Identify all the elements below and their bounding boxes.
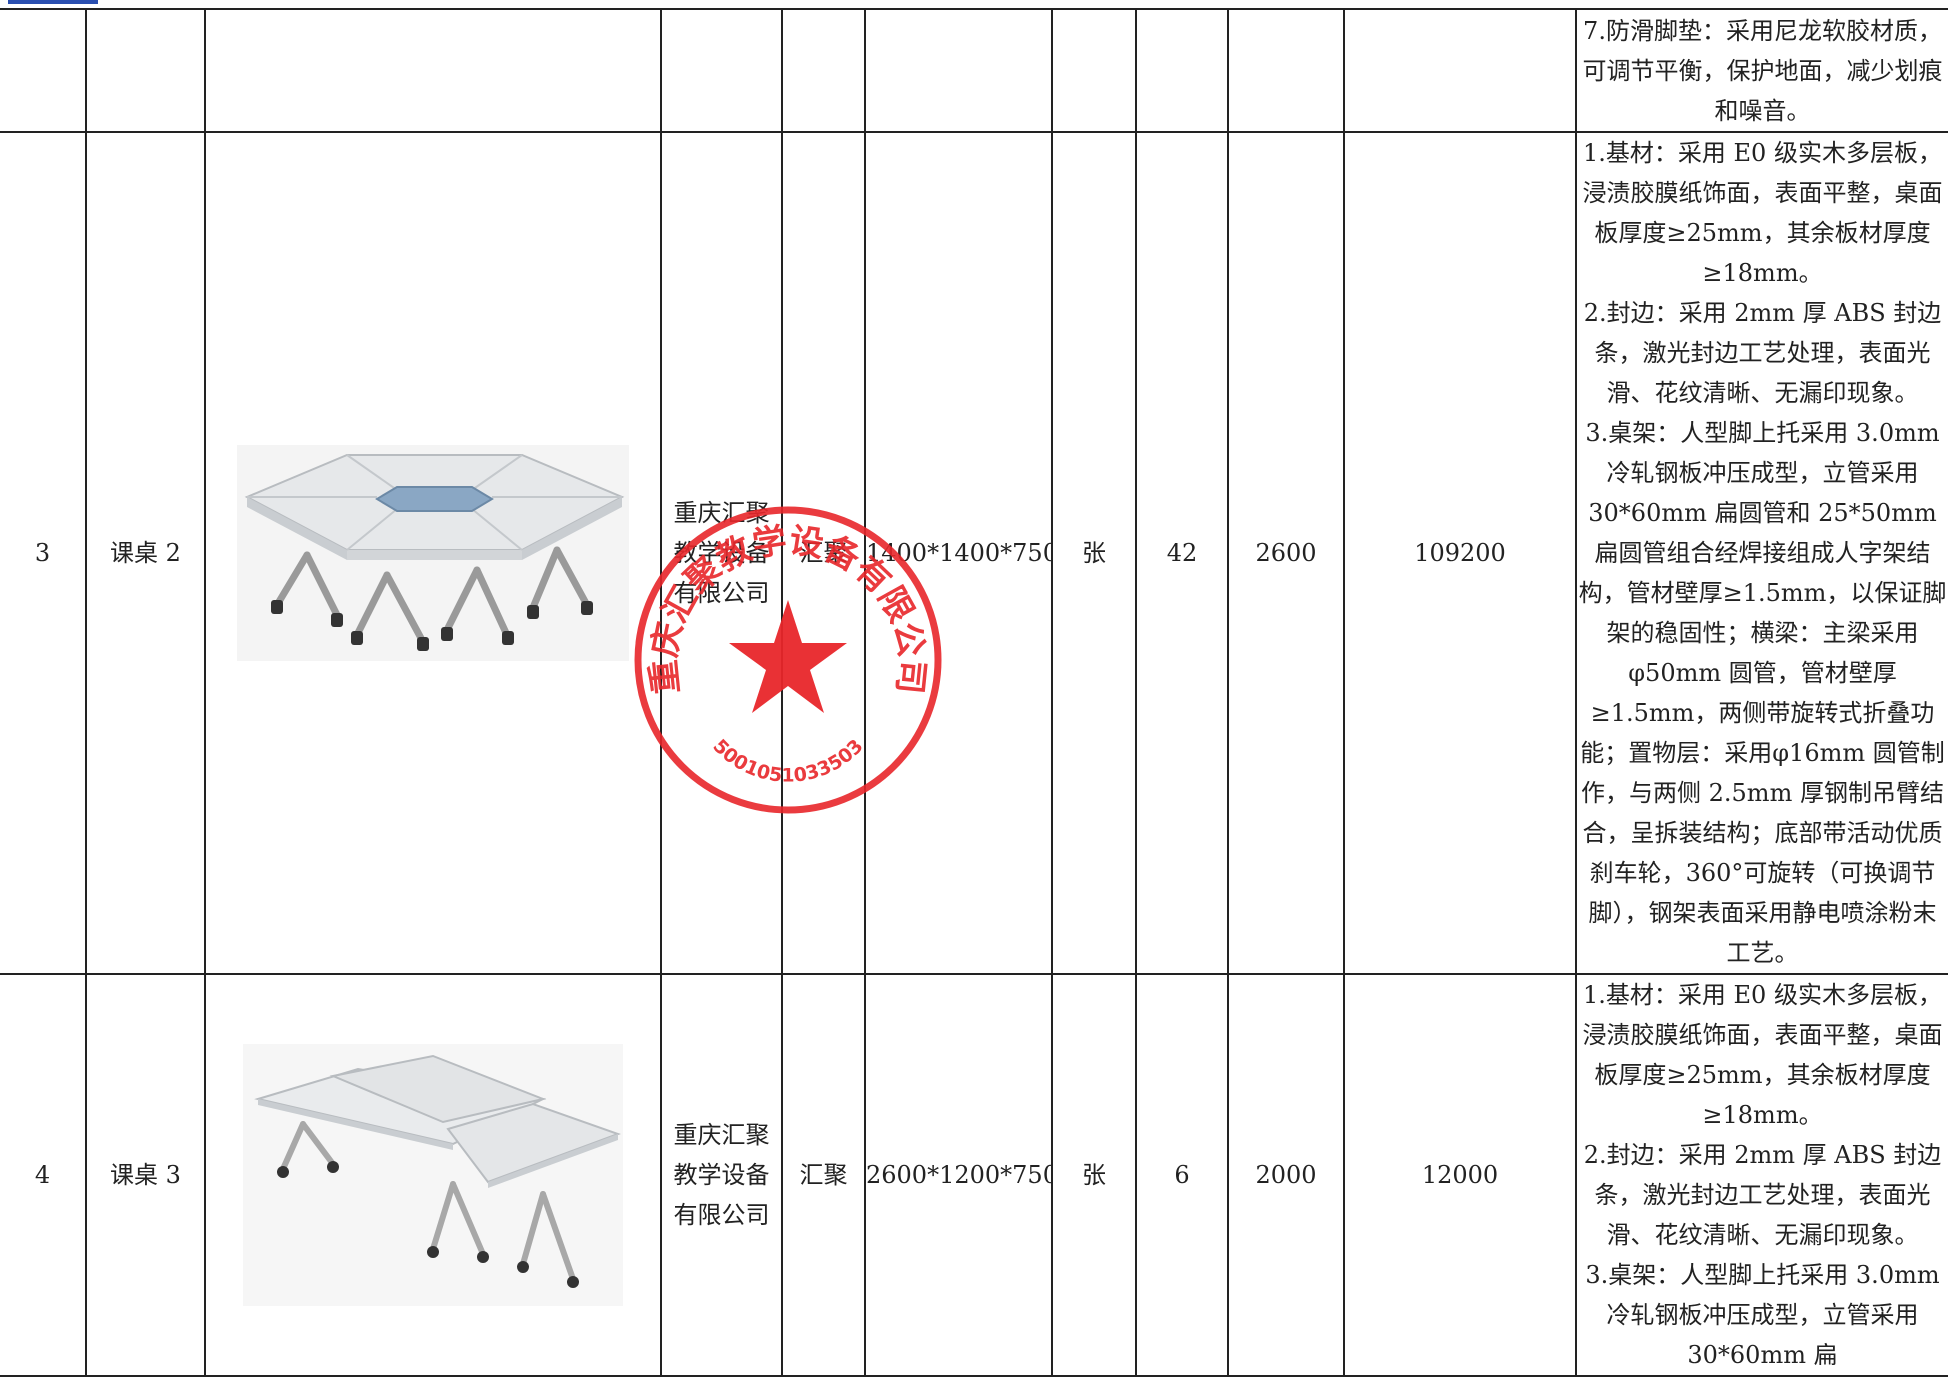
cell-total: [1343, 8, 1577, 133]
rect-table-image: [243, 1044, 623, 1306]
cell-qty: 6: [1135, 973, 1229, 1377]
cell-spec: [864, 8, 1053, 133]
cell-vendor: 重庆汇聚教学设备有限公司: [660, 973, 783, 1377]
description-paragraph: 3.桌架：人型脚上托采用 3.0mm 冷轧钢板冲压成型，立管采用 30*60mm…: [1585, 1261, 1940, 1369]
cell-description: 1.基材：采用 E0 级实木多层板，浸渍胶膜纸饰面，表面平整，桌面板厚度≥25m…: [1575, 131, 1948, 975]
cell-spec: 2600*1200*750: [864, 973, 1053, 1377]
cell-qty: [1135, 8, 1229, 133]
cell-brand: 汇聚: [781, 973, 866, 1377]
description-paragraph: 1.基材：采用 E0 级实木多层板，浸渍胶膜纸饰面，表面平整，桌面板厚度≥25m…: [1582, 981, 1943, 1129]
page-top-strip: [0, 0, 1948, 8]
cell-description: 1.基材：采用 E0 级实木多层板，浸渍胶膜纸饰面，表面平整，桌面板厚度≥25m…: [1575, 973, 1948, 1377]
cell-name: 课桌 2: [85, 131, 206, 975]
cell-unit: [1051, 8, 1137, 133]
description-paragraph: 2.封边：采用 2mm 厚 ABS 封边条，激光封边工艺处理，表面光滑、花纹清晰…: [1583, 299, 1942, 407]
cell-total: 109200: [1343, 131, 1577, 975]
cell-total: 12000: [1343, 973, 1577, 1377]
cell-index: [0, 8, 87, 133]
cell-image: [204, 973, 662, 1377]
page-header-accent: [8, 0, 98, 4]
description-paragraph: 2.封边：采用 2mm 厚 ABS 封边条，激光封边工艺处理，表面光滑、花纹清晰…: [1583, 1141, 1942, 1249]
cell-vendor: 重庆汇聚教学设备有限公司: [660, 131, 783, 975]
cell-unit: 张: [1051, 131, 1137, 975]
cell-brand: [781, 8, 866, 133]
cell-price: [1227, 8, 1345, 133]
table-row: 4 课桌 3 重庆汇聚教: [0, 973, 1948, 1377]
cell-index: 3: [0, 131, 87, 975]
description-paragraph: 3.桌架：人型脚上托采用 3.0mm 冷轧钢板冲压成型，立管采用 30*60mm…: [1578, 419, 1947, 967]
cell-image: [204, 131, 662, 975]
cell-image: [204, 8, 662, 133]
cell-qty: 42: [1135, 131, 1229, 975]
cell-spec: 1400*1400*750: [864, 131, 1053, 975]
cell-price: 2000: [1227, 973, 1345, 1377]
cell-index: 4: [0, 973, 87, 1377]
cell-name: [85, 8, 206, 133]
product-spec-table: 7.防滑脚垫：采用尼龙软胶材质，可调节平衡，保护地面，减少划痕和噪音。 3 课桌…: [0, 8, 1948, 1377]
table-row: 7.防滑脚垫：采用尼龙软胶材质，可调节平衡，保护地面，减少划痕和噪音。: [0, 8, 1948, 133]
hex-table-image: [237, 445, 629, 661]
cell-unit: 张: [1051, 973, 1137, 1377]
description-paragraph: 7.防滑脚垫：采用尼龙软胶材质，可调节平衡，保护地面，减少划痕和噪音。: [1582, 16, 1943, 125]
cell-description: 7.防滑脚垫：采用尼龙软胶材质，可调节平衡，保护地面，减少划痕和噪音。: [1575, 8, 1948, 133]
cell-brand: 汇聚: [781, 131, 866, 975]
cell-name: 课桌 3: [85, 973, 206, 1377]
cell-price: 2600: [1227, 131, 1345, 975]
cell-vendor: [660, 8, 783, 133]
table-row: 3 课桌 2: [0, 131, 1948, 975]
description-paragraph: 1.基材：采用 E0 级实木多层板，浸渍胶膜纸饰面，表面平整，桌面板厚度≥25m…: [1582, 139, 1943, 287]
